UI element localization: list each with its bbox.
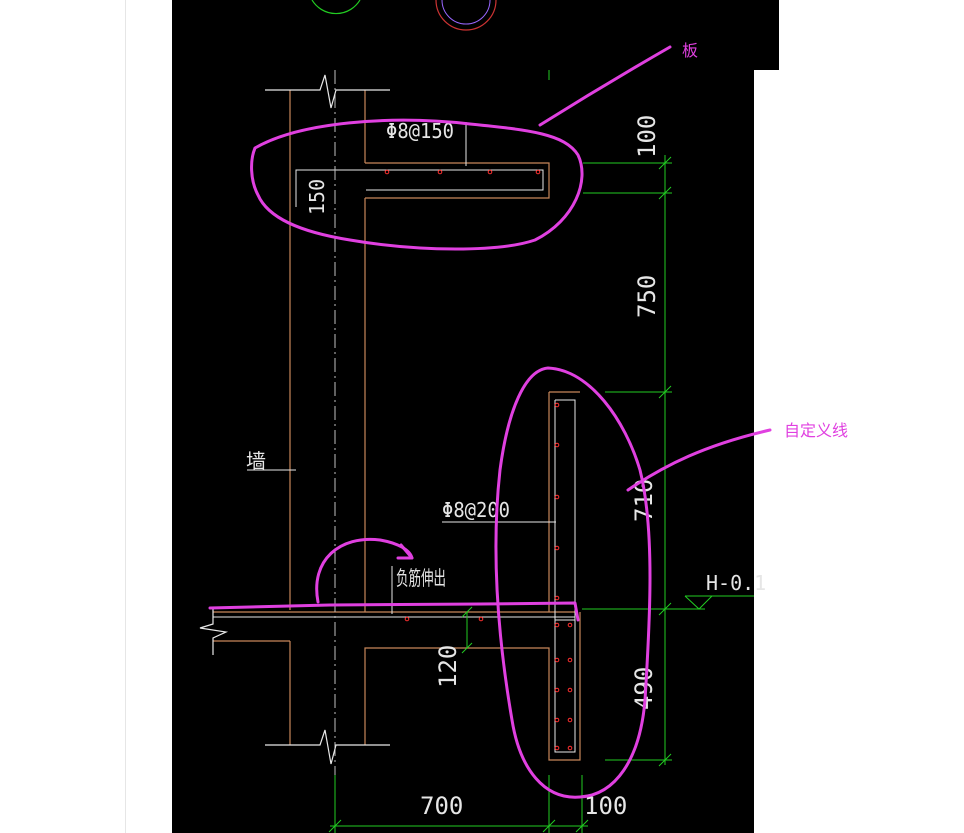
negative-rebar-label: 负筋伸出 <box>396 566 446 590</box>
slab-note: 板 <box>682 41 698 60</box>
top-circle-green <box>311 0 361 15</box>
dimension-lines <box>328 155 754 833</box>
canvas-main <box>172 68 754 833</box>
dim-vertical-750: 750 <box>633 275 661 318</box>
markup-slab-ellipse <box>250 118 584 251</box>
markup-strokes <box>208 45 772 799</box>
wall-outline <box>213 90 581 761</box>
wall-label: 墙 <box>246 449 266 473</box>
rebar-dots <box>384 169 573 751</box>
slab-rebar <box>295 169 544 207</box>
floor-thickness-label: 120 <box>434 645 462 688</box>
markup-wall-ellipse <box>494 366 652 799</box>
markup-floor-line <box>208 601 580 622</box>
custom-line-note: 自定义线 <box>784 421 848 440</box>
dim-vertical-100: 100 <box>633 115 661 158</box>
break-symbols <box>199 74 390 765</box>
wall-rebar-label: Φ8@200 <box>442 498 510 522</box>
slab-thickness-label: 150 <box>305 179 329 215</box>
wall-rebar <box>554 399 576 753</box>
top-circle-purple <box>441 0 491 25</box>
dim-horizontal-700: 700 <box>420 792 463 820</box>
leader-lines <box>247 122 556 614</box>
canvas-top <box>172 0 779 70</box>
markup-slab-pointer <box>538 45 672 127</box>
left-gutter <box>0 0 126 833</box>
markup-arrow-head <box>396 543 414 560</box>
top-circle-red <box>435 0 497 31</box>
elevation-label: H-0.1 <box>706 571 766 595</box>
markup-custom-line-pointer <box>626 428 772 492</box>
